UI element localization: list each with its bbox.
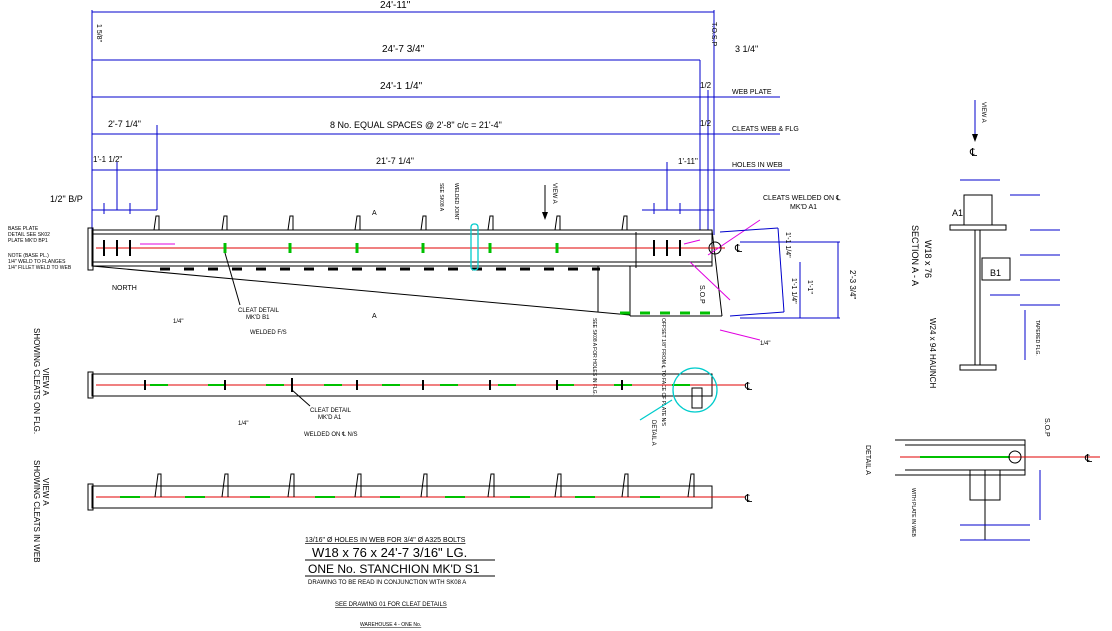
centerline-web: ℄ [744, 493, 752, 505]
label-cleats-welded: CLEATS WELDED ON ℄ [763, 195, 841, 202]
dim-r2: 1'-1" [806, 280, 813, 294]
section-marker-bottom: A [372, 313, 377, 320]
label-w18x76: W18 x 76 [923, 240, 933, 278]
label-view-web-1: VIEW A [41, 478, 50, 506]
detail-a-right: S.O.P ℄ DETAIL A WITH PLATE IN WEB [864, 418, 1100, 541]
label-quarter-3: 1/4" [238, 421, 248, 427]
label-cleat-detail-b1: CLEAT DETAIL [238, 308, 280, 314]
label-view-a-top: VIEW A [551, 183, 557, 204]
label-detail-a-right: DETAIL A [864, 445, 871, 475]
section-marker-top: A [372, 210, 377, 217]
label-plate-mkd: PLATE MK'D BP1 [8, 238, 48, 244]
dim-3-1-4: 3 1/4" [735, 44, 758, 54]
label-fillet-web: 1/4" FILLET WELD TO WEB [8, 265, 72, 271]
label-welded-on-ns: WELDED ON ℄ N/S [304, 432, 358, 438]
label-mkd-a1-flg: MK'D A1 [318, 415, 342, 421]
label-w24-haunch: W24 x 94 HAUNCH [928, 318, 937, 388]
label-welded-fs: WELDED F/S [250, 330, 287, 336]
label-with-plate: WITH PLATE IN WEB [910, 488, 916, 537]
dim-r3: 1'-1 1/4" [790, 278, 797, 304]
label-mkd-b1: MK'D B1 [246, 315, 270, 321]
label-quarter-1: 1/4" [173, 319, 183, 325]
centerline-main: ℄ [734, 243, 742, 255]
label-see-sk08: SEE SK08 A [438, 183, 444, 212]
title-main: W18 x 76 x 24'-7 3/16" LG. [312, 545, 467, 560]
title-see-drawing: SEE DRAWING 01 FOR CLEAT DETAILS [335, 602, 447, 608]
dim-24-7-3-4: 24'-7 3/4" [382, 44, 425, 55]
label-a1-section: A1 [952, 208, 963, 218]
dim-r1: 1'-1 1/4" [784, 232, 791, 258]
dim-half-1: 1/2 [700, 81, 712, 90]
view-web: ℄ VIEW A SHOWING CLEATS IN WEB [32, 460, 752, 563]
dim-tos-left: 1 5/8" [95, 24, 102, 43]
label-welded-joint: WELDED JOINT [453, 183, 459, 220]
title-read: DRAWING TO BE READ IN CONJUNCTION WITH S… [308, 580, 466, 586]
title-warehouse: WAREHOUSE 4 - ONE No. [360, 622, 421, 628]
view-flange: CLEAT DETAIL MK'D A1 WELDED ON ℄ N/S 1/4… [32, 328, 752, 446]
dim-1-1-1-2: 1'-1 1/2" [93, 155, 122, 164]
dim-21-7-1-4: 21'-7 1/4" [376, 156, 414, 166]
label-base-plate: BASE PLATE [8, 226, 39, 232]
centerline-flange: ℄ [744, 381, 752, 393]
dim-overall: 24'-11" [380, 0, 411, 11]
title-block: 13/16" Ø HOLES IN WEB FOR 3/4" Ø A325 BO… [305, 537, 495, 628]
label-quarter-2: 1/4" [760, 341, 770, 347]
label-mkd-a1: MK'D A1 [790, 204, 817, 211]
centerline-detail: ℄ [1084, 453, 1092, 465]
label-detail-a-flg: DETAIL A [650, 420, 656, 446]
label-detail-see: DETAIL SEE SK02 [8, 232, 50, 238]
label-b1-section: B1 [990, 268, 1001, 278]
label-cleats-web-flg: CLEATS WEB & FLG [732, 126, 799, 133]
dim-bp: 1/2" B/P [50, 194, 83, 204]
label-offset: OFFSET 1/8" FROM ℄ TO FACE OF PLATE N/S [660, 318, 666, 427]
title-holes: 13/16" Ø HOLES IN WEB FOR 3/4" Ø A325 BO… [305, 537, 466, 544]
title-stanchion: ONE No. STANCHION MK'D S1 [308, 562, 480, 576]
label-view-flg-1: VIEW A [41, 368, 50, 396]
label-north: NORTH [112, 285, 137, 292]
dim-depth: 2'-3 3/4" [848, 270, 857, 299]
dim-24-1-1-4: 24'-1 1/4" [380, 81, 423, 92]
label-holes-in-web: HOLES IN WEB [732, 162, 783, 169]
dim-1-11: 1'-11" [678, 157, 698, 166]
label-sop-detail: S.O.P [1043, 418, 1050, 437]
label-see-sk08-holes: SEE SK08 A FOR HOLES IN FLG. [591, 318, 597, 395]
dim-equal-spaces: 8 No. EQUAL SPACES @ 2'-8" c/c = 21'-4" [330, 120, 502, 130]
section-a-a: VIEW A ℄ A1 B1 SECTION A - A W18 x 76 W2… [910, 100, 1060, 388]
label-view-web-2: SHOWING CLEATS IN WEB [32, 460, 41, 563]
centerline-section: ℄ [969, 147, 977, 159]
label-weld-flanges: 1/4" WELD TO FLANGES [8, 259, 66, 265]
label-section-a-a: SECTION A - A [910, 225, 920, 286]
dim-half-2: 1/2 [700, 119, 712, 128]
main-elevation: 2'-3 3/4" 1'-1 1/4" 1'-1" 1'-1 1/4" CLEA… [8, 183, 857, 427]
label-sop-main: S.O.P [698, 285, 705, 304]
dimension-stack: 24'-11" 24'-7 3/4" 1 5/8" T.O.S.P 3 1/4"… [50, 0, 799, 235]
dim-tos: T.O.S.P [710, 22, 717, 46]
label-cleat-detail-a1: CLEAT DETAIL [310, 408, 352, 414]
label-view-flg-2: SHOWING CLEATS ON FLG. [32, 328, 41, 434]
dim-2-7-1-4: 2'-7 1/4" [108, 119, 141, 129]
label-tapered-flg: TAPERED FLG. [1034, 320, 1040, 356]
label-note-base: NOTE (BASE PL.) [8, 253, 49, 259]
label-web-plate: WEB PLATE [732, 89, 772, 96]
label-view-a-section: VIEW A [980, 102, 986, 123]
